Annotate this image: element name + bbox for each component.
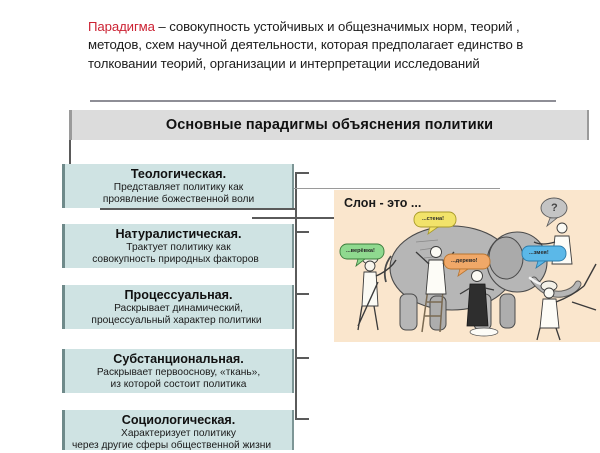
connector-branch-3 bbox=[295, 293, 309, 295]
speech-bubble-rope bbox=[339, 243, 385, 268]
connector-branch-2 bbox=[295, 231, 309, 233]
paradigm-name: Теологическая. bbox=[130, 167, 227, 181]
blind-man-snake bbox=[536, 280, 585, 341]
paradigm-desc-line2: проявление божественной воли bbox=[102, 194, 255, 206]
paradigm-desc-line2: из которой состоит политика bbox=[110, 379, 247, 391]
paradigm-box-3[interactable]: Процессуальная. Раскрывает динамический,… bbox=[62, 285, 294, 329]
speech-bubble-wall bbox=[413, 211, 457, 235]
paradigm-desc-line2: через другие сферы общественной жизни bbox=[71, 440, 272, 452]
paradigm-name: Субстанциональная. bbox=[113, 352, 244, 366]
definition-term: Парадигма bbox=[88, 19, 155, 34]
paradigm-desc-line1: Характеризует политику bbox=[121, 428, 236, 439]
speech-bubble-snake bbox=[521, 245, 567, 269]
paradigm-name: Натуралистическая. bbox=[115, 227, 242, 241]
paradigm-desc-line2: совокупность природных факторов bbox=[92, 254, 259, 266]
bubble-label-wall: ...стена! bbox=[422, 216, 444, 222]
diagram-title-banner: Основные парадигмы объяснения политики bbox=[69, 110, 589, 140]
walking-sticks bbox=[357, 263, 597, 327]
paradigm-box-1[interactable]: Теологическая. Представляет политику как… bbox=[62, 164, 294, 208]
connector-spine-top bbox=[69, 140, 71, 174]
bubble-label-rope: ...верёвка! bbox=[346, 248, 375, 254]
bubble-label-question: ? bbox=[551, 202, 558, 214]
illustration-caption: Слон - это ... bbox=[344, 196, 422, 210]
paradigm-desc-line1: Раскрывает первооснову, «ткань», bbox=[96, 367, 261, 378]
paradigm-box-4[interactable]: Субстанциональная. Раскрывает первооснов… bbox=[62, 349, 294, 393]
elephant-scene-svg bbox=[339, 197, 597, 341]
connector-branch-5 bbox=[295, 418, 309, 420]
connector-to-illustration bbox=[252, 217, 336, 219]
connector-vertical-spine bbox=[295, 172, 297, 420]
bubble-label-tree: ...дерево! bbox=[451, 258, 478, 264]
paradigm-name: Социологическая. bbox=[121, 413, 236, 427]
definition-body: – совокупность устойчивых и общезначимых… bbox=[88, 19, 524, 71]
paradigm-box-2[interactable]: Натуралистическая. Трактует политику как… bbox=[62, 224, 294, 268]
bubble-label-snake: ...змея! bbox=[529, 250, 549, 256]
paradigm-definition: Парадигма – совокупность устойчивых и об… bbox=[88, 18, 558, 73]
connector-branch-4 bbox=[295, 357, 309, 359]
paradigm-desc-line1: Раскрывает динамический, bbox=[114, 303, 243, 314]
paradigm-box-5[interactable]: Социологическая. Характеризует политику … bbox=[62, 410, 294, 451]
paradigm-name: Процессуальная. bbox=[124, 288, 233, 302]
connector-sub-rail bbox=[100, 208, 296, 210]
connector-top-rail bbox=[100, 188, 500, 189]
diagram-title-text: Основные парадигмы объяснения политики bbox=[165, 117, 494, 133]
paradigm-desc-line2: процессуальный характер политики bbox=[91, 315, 262, 327]
elephant-parable-illustration: Слон - это ... bbox=[334, 190, 600, 342]
blind-man-tree bbox=[459, 270, 499, 337]
speech-bubble-question bbox=[540, 197, 568, 228]
connector-branch-1 bbox=[295, 172, 309, 174]
speech-bubble-tree bbox=[443, 253, 491, 277]
definition-divider bbox=[90, 100, 556, 102]
paradigm-desc-line1: Представляет политику как bbox=[113, 182, 244, 193]
paradigm-desc-line1: Трактует политику как bbox=[126, 242, 231, 253]
